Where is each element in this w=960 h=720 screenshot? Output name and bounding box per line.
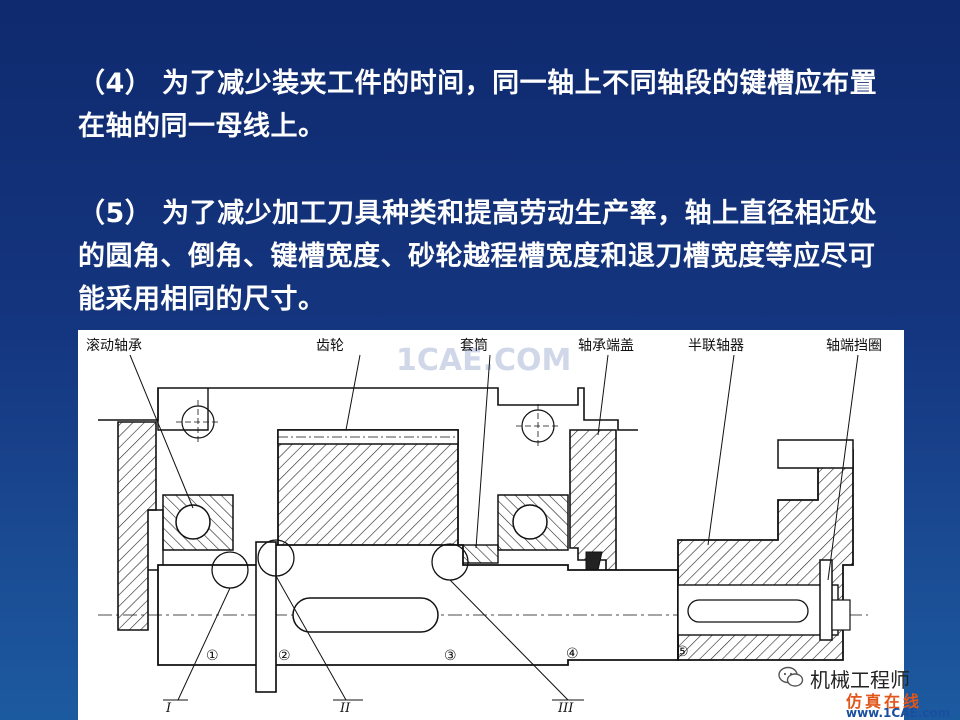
wechat-icon	[778, 666, 804, 687]
detail-mark-1: I	[165, 701, 172, 716]
logo-name: 机械工程师	[810, 668, 910, 692]
position-number-5: ⑤	[676, 644, 689, 660]
logo-url: www.1CAE.com	[846, 706, 951, 720]
brand-logo: 机械工程师 仿真在线 www.1CAE.com	[770, 660, 960, 720]
logo-sub: 仿真在线	[846, 692, 923, 711]
position-number-4: ④	[566, 646, 579, 662]
label-sleeve: 套筒	[460, 337, 488, 354]
position-number-1: ①	[206, 648, 219, 664]
detail-mark-2: II	[339, 701, 351, 716]
shaft-assembly-drawing: 1CAE.COM	[86, 337, 882, 716]
position-number-3: ③	[444, 648, 457, 664]
shaft-assembly-figure: 1CAE.COM	[78, 330, 904, 720]
label-bearing: 滚动轴承	[86, 337, 142, 354]
watermark: 1CAE.COM	[396, 343, 571, 378]
label-gear: 齿轮	[316, 338, 344, 354]
bullet-5: （5） 为了减少加工刀具种类和提高劳动生产率，轴上直径相近处的圆角、倒角、键槽宽…	[78, 198, 878, 315]
position-number-2: ②	[278, 648, 291, 664]
bullet-4: （4） 为了减少装夹工件的时间，同一轴上不同轴段的键槽应布置在轴的同一母线上。	[78, 68, 878, 142]
label-end-plate: 轴端挡圈	[826, 338, 882, 354]
detail-mark-3: III	[557, 701, 574, 716]
label-coupling: 半联轴器	[688, 338, 744, 354]
label-bearing-cover: 轴承端盖	[578, 338, 634, 354]
